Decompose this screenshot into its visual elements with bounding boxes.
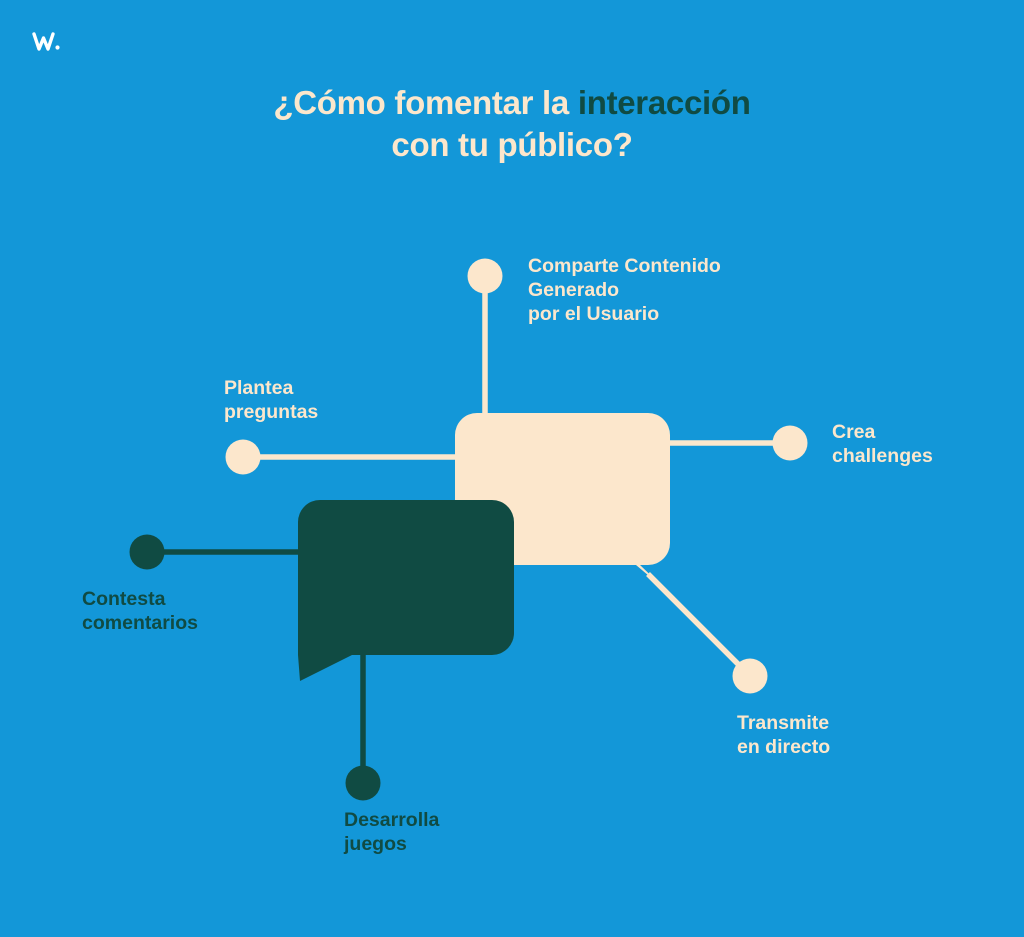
node-dot-plantea[interactable] bbox=[225, 439, 261, 475]
title-accent-word: interacción bbox=[577, 84, 751, 121]
page-title: ¿Cómo fomentar la interacción con tu púb… bbox=[0, 82, 1024, 166]
node-label-ugc: Comparte Contenido Generado por el Usuar… bbox=[528, 255, 721, 325]
node-dot-ugc[interactable] bbox=[467, 258, 503, 294]
node-dot-transmite[interactable] bbox=[732, 658, 768, 694]
connector-line-transmite bbox=[646, 572, 752, 678]
node-dot-crea[interactable] bbox=[772, 425, 808, 461]
green-speech-bubble bbox=[298, 500, 514, 681]
node-label-desarrolla: Desarrolla juegos bbox=[344, 809, 440, 855]
node-label-contesta: Contesta comentarios bbox=[82, 588, 198, 634]
title-line-2: con tu público? bbox=[391, 125, 633, 163]
node-label-plantea: Plantea preguntas bbox=[224, 377, 319, 423]
node-label-transmite: Transmite en directo bbox=[737, 712, 831, 758]
w-wordmark-logo-icon bbox=[32, 32, 60, 51]
title-line-1-before: ¿Cómo fomentar la bbox=[273, 84, 578, 121]
brand-logo bbox=[32, 28, 72, 58]
node-dot-desarrolla[interactable] bbox=[345, 765, 381, 801]
node-dot-contesta[interactable] bbox=[129, 534, 165, 570]
node-label-crea: Crea challenges bbox=[832, 421, 933, 467]
